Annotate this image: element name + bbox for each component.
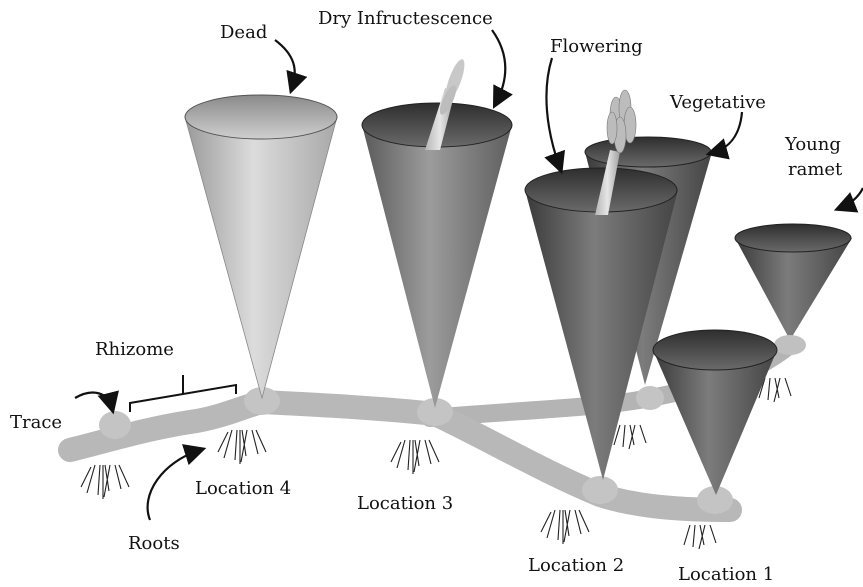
label-location-4: Location 4: [195, 478, 291, 499]
location1-ramet: [653, 330, 777, 495]
label-dry-infructescence: Dry Infructescence: [318, 8, 493, 29]
label-trace: Trace: [10, 412, 62, 433]
label-rhizome: Rhizome: [95, 339, 174, 360]
label-location-2: Location 2: [528, 555, 624, 576]
label-young-ramet-line1: Young: [784, 134, 841, 155]
label-vegetative: Vegetative: [669, 92, 766, 113]
dry-infructescence-ramet: [362, 57, 512, 408]
label-young-ramet-line2: ramet: [788, 159, 843, 180]
label-location-3: Location 3: [357, 493, 453, 514]
dead-ramet: [185, 95, 337, 398]
label-roots: Roots: [128, 533, 180, 554]
label-location-1: Location 1: [678, 564, 774, 585]
label-flowering: Flowering: [550, 36, 643, 57]
label-dead: Dead: [220, 22, 267, 43]
